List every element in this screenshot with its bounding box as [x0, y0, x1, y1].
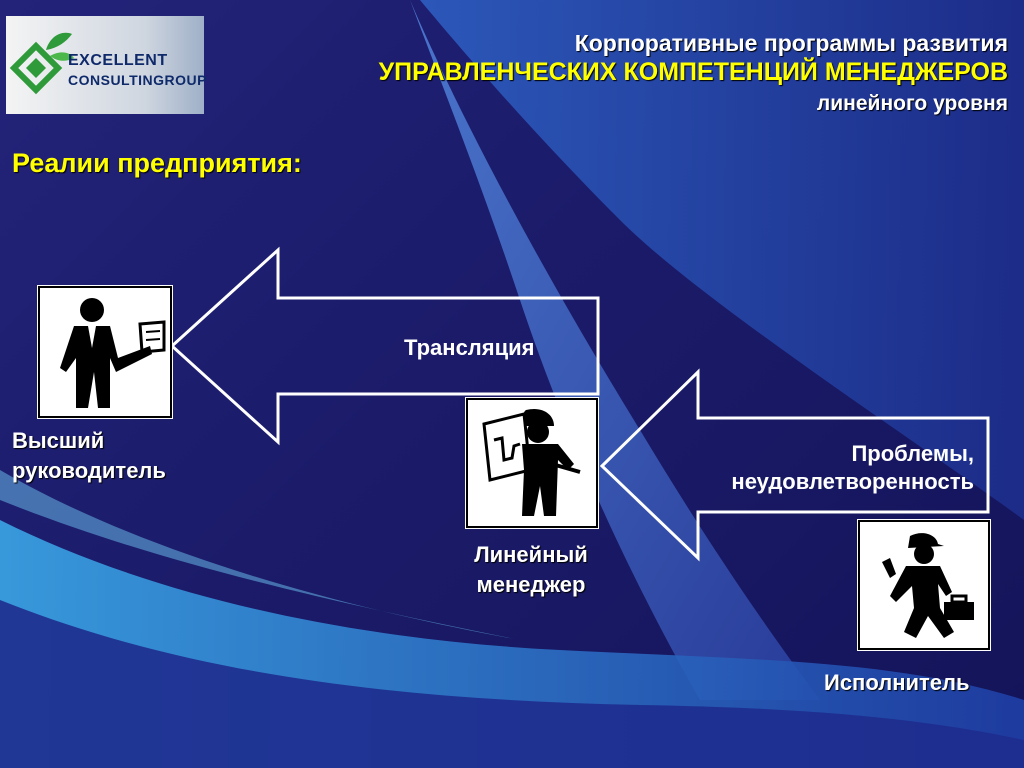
top-manager-label-line1: Высший — [12, 428, 105, 453]
worker-with-toolbox-icon — [882, 533, 974, 638]
header-line1: Корпоративные программы развития — [574, 30, 1008, 56]
line-manager-label-line1: Линейный — [474, 542, 588, 567]
line-manager-label: Линейный менеджер — [456, 540, 606, 600]
header-line3: линейного уровня — [816, 92, 1008, 115]
logo-text-line2: CONSULTINGROUP — [68, 72, 207, 88]
logo-leaf-icon — [9, 32, 74, 95]
translation-label: Трансляция — [404, 335, 535, 360]
header-line2: УПРАВЛЕНЧЕСКИХ КОМПЕТЕНЦИЙ МЕНЕДЖЕРОВ — [378, 58, 1008, 86]
problems-label-line1: Проблемы, — [851, 441, 974, 466]
logo-text-line1: EXCELLENT — [68, 52, 168, 69]
company-logo: EXCELLENT CONSULTINGROUP — [6, 16, 207, 114]
executor-label: Исполнитель — [824, 670, 970, 695]
line-manager-card — [466, 398, 598, 528]
top-manager-label-line2: руководитель — [12, 458, 166, 483]
executor-card — [858, 520, 990, 650]
foreman-with-blueprint-icon — [482, 408, 581, 516]
translation-arrow — [169, 246, 600, 446]
top-manager-label: Высший руководитель — [12, 426, 166, 486]
top-manager-card — [38, 286, 172, 418]
executive-presenting-icon — [60, 298, 166, 408]
line-manager-label-line2: менеджер — [476, 572, 586, 597]
problems-arrow — [599, 368, 990, 562]
problems-label: Проблемы, неудовлетворенность — [731, 440, 974, 496]
problems-label-line2: неудовлетворенность — [731, 469, 974, 494]
section-title: Реалии предприятия: — [12, 148, 302, 178]
